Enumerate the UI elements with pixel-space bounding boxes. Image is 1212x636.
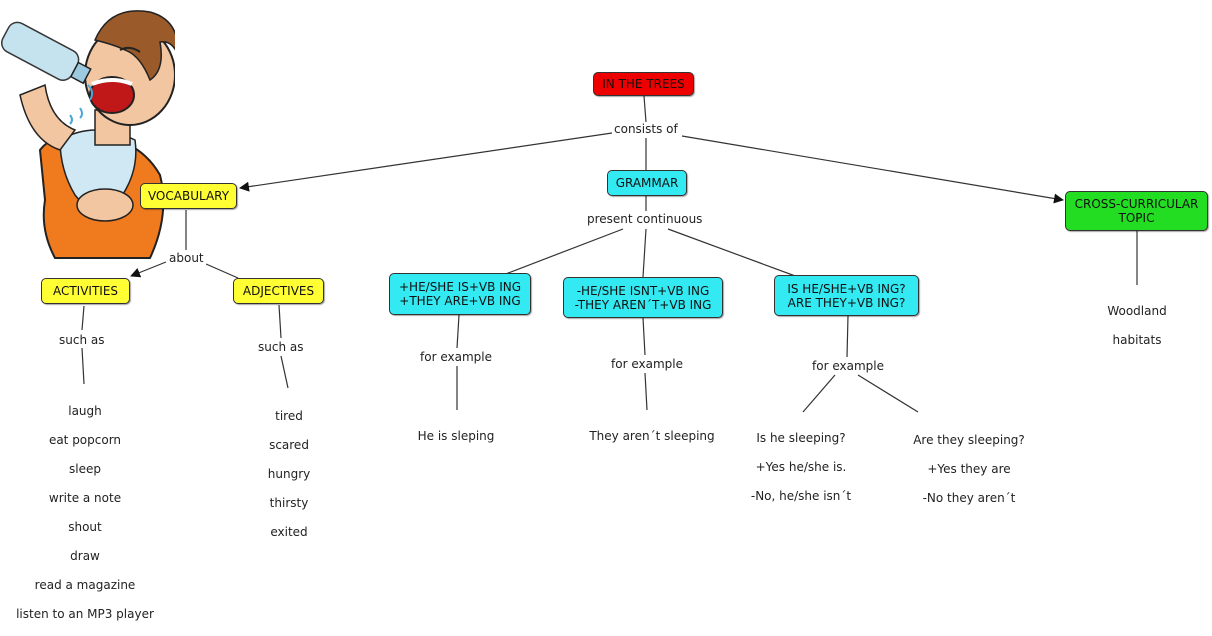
leaf-activities-list: laugh eat popcorn sleep write a note sho…: [10, 389, 160, 636]
list-item: hungry: [267, 466, 311, 481]
list-item: tired: [275, 408, 303, 423]
list-item: sleep: [69, 461, 101, 476]
link-label-for-example-question: for example: [810, 359, 886, 373]
list-item: read a magazine: [34, 577, 136, 592]
list-item: He is sleping: [417, 428, 495, 443]
leaf-negative-example: They aren´t sleeping: [578, 414, 726, 458]
list-item: -No they aren´t: [922, 490, 1016, 505]
list-item: habitats: [1112, 332, 1162, 347]
list-item: shout: [68, 519, 102, 534]
list-item: listen to an MP3 player: [16, 606, 154, 621]
node-negative-form[interactable]: -HE/SHE ISNT+VB ING -THEY AREN´T+VB ING: [563, 277, 723, 318]
leaf-affirmative-example: He is sleping: [396, 414, 516, 458]
node-vocabulary[interactable]: VOCABULARY: [140, 183, 237, 209]
list-item: -No, he/she isn´t: [750, 488, 852, 503]
leaf-adjectives-list: tired scared hungry thirsty exited: [249, 394, 329, 554]
link-label-for-example-negative: for example: [609, 357, 685, 371]
leaf-woodland-habitats: Woodland habitats: [1087, 289, 1187, 362]
node-in-the-trees[interactable]: IN THE TREES: [593, 72, 694, 96]
node-grammar[interactable]: GRAMMAR: [607, 170, 687, 196]
list-item: Is he sleeping?: [756, 430, 846, 445]
link-label-such-as-activities: such as: [57, 333, 107, 347]
list-item: laugh: [68, 403, 102, 418]
list-item: eat popcorn: [48, 432, 122, 447]
leaf-question-they-example: Are they sleeping? +Yes they are -No the…: [903, 418, 1035, 520]
list-item: scared: [269, 437, 309, 452]
node-activities[interactable]: ACTIVITIES: [41, 278, 130, 304]
node-affirmative-form[interactable]: +HE/SHE IS+VB ING +THEY ARE+VB ING: [389, 273, 531, 315]
list-item: +Yes he/she is.: [755, 459, 847, 474]
link-label-present-continuous: present continuous: [585, 212, 705, 226]
node-question-form[interactable]: IS HE/SHE+VB ING? ARE THEY+VB ING?: [774, 275, 919, 316]
list-item: thirsty: [269, 495, 309, 510]
boy-drinking-water-icon: [0, 10, 175, 259]
list-item: They aren´t sleeping: [589, 428, 715, 443]
list-item: write a note: [48, 490, 122, 505]
node-adjectives[interactable]: ADJECTIVES: [233, 278, 324, 304]
node-cross-curricular-topic[interactable]: CROSS-CURRICULAR TOPIC: [1065, 191, 1208, 231]
list-item: +Yes they are: [927, 461, 1011, 476]
link-label-for-example-affirmative: for example: [418, 350, 494, 364]
list-item: draw: [70, 548, 100, 563]
connector-lines: [81, 95, 1138, 413]
leaf-question-he-example: Is he sleeping? +Yes he/she is. -No, he/…: [735, 416, 867, 518]
list-item: exited: [270, 524, 308, 539]
link-label-about: about: [167, 251, 206, 265]
concept-map: IN THE TREES VOCABULARY GRAMMAR CROSS-CU…: [0, 10, 1208, 621]
list-item: Are they sleeping?: [913, 432, 1025, 447]
link-label-consists-of: consists of: [612, 122, 680, 136]
list-item: Woodland: [1107, 303, 1167, 318]
link-label-such-as-adjectives: such as: [256, 340, 306, 354]
